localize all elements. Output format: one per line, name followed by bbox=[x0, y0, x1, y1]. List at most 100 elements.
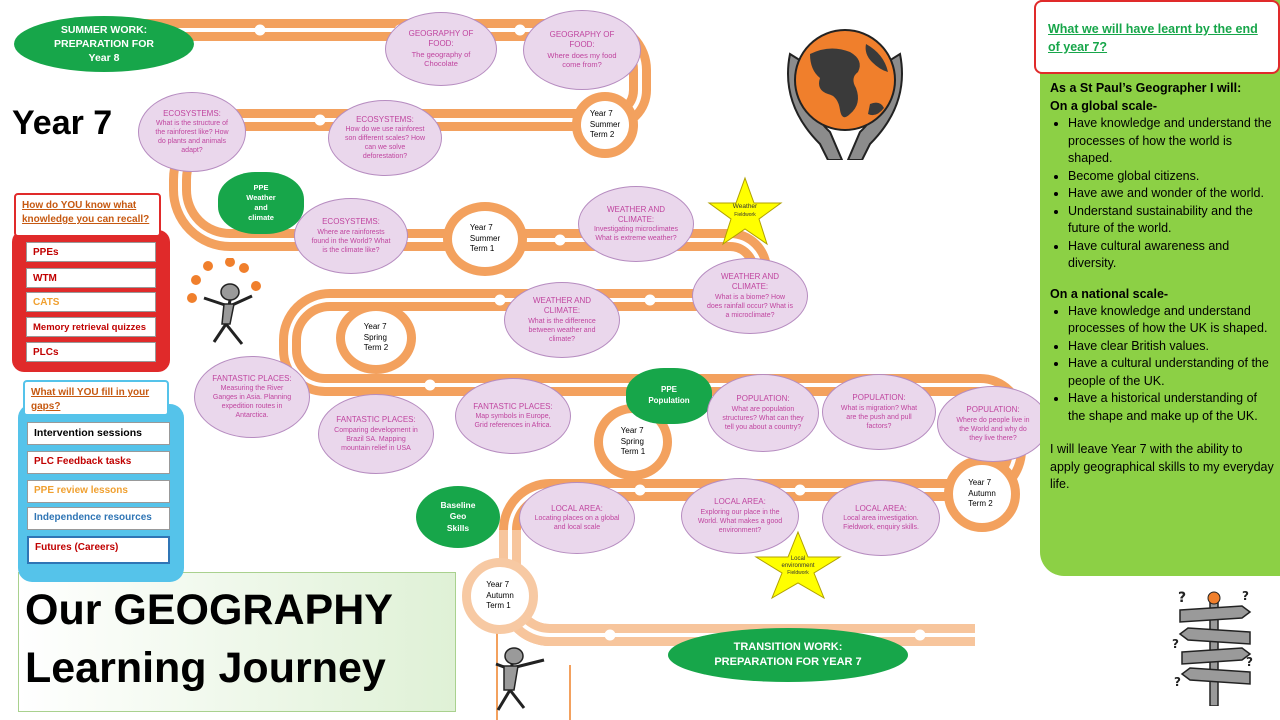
topic-oval: LOCAL AREA: Local area investigation. Fie… bbox=[822, 480, 940, 556]
learnt-global-heading: On a global scale- bbox=[1050, 99, 1157, 113]
topic-title: LOCAL AREA: bbox=[551, 503, 603, 513]
term-label: Summer bbox=[469, 233, 501, 243]
star-label: environment bbox=[781, 563, 815, 570]
learnt-national-heading: On a national scale- bbox=[1050, 286, 1169, 301]
gaps-item-label: Futures (Careers) bbox=[35, 542, 119, 553]
topic-oval: POPULATION:What is migration? What are t… bbox=[822, 374, 936, 450]
topic-title: POPULATION: bbox=[852, 393, 906, 403]
topic-title: WEATHER AND CLIMATE: bbox=[720, 271, 780, 292]
topic-title: FANTASTIC PLACES: bbox=[212, 373, 292, 383]
topic-oval: POPULATION:Where do people live in the W… bbox=[937, 386, 1049, 462]
topic-body: Locating places on a global and local sc… bbox=[534, 515, 620, 532]
topic-oval: WEATHER AND CLIMATE:What is the differen… bbox=[504, 282, 620, 358]
svg-text:?: ? bbox=[1172, 637, 1179, 651]
globe-in-hands-icon bbox=[780, 14, 910, 161]
learnt-national-item: Have a cultural understanding of the peo… bbox=[1068, 355, 1274, 390]
topic-body: Investigating microclimates What is extr… bbox=[593, 226, 679, 243]
recall-item-label: PPEs bbox=[33, 247, 59, 258]
summer-work-line2: PREPARATION FOR bbox=[54, 37, 154, 50]
ppe-label: PPE bbox=[253, 182, 269, 192]
topic-oval: POPULATION:What are population structure… bbox=[707, 374, 819, 452]
topic-title: POPULATION: bbox=[736, 394, 790, 404]
topic-oval: ECOSYSTEMS:How do we use rainforest son … bbox=[328, 100, 442, 176]
juggler-icon bbox=[186, 257, 266, 348]
topic-body: Where are rainforests found in the World… bbox=[311, 228, 391, 254]
svg-text:?: ? bbox=[1246, 655, 1253, 669]
term-label: Term 2 bbox=[968, 499, 993, 509]
recall-item-label: CATS bbox=[33, 297, 60, 308]
recall-item: PPEs bbox=[26, 242, 156, 262]
svg-text:?: ? bbox=[1242, 589, 1249, 603]
learnt-intro: As a St Paul’s Geographer I will: bbox=[1050, 81, 1242, 95]
learnt-global-item: Have knowledge and understand the proces… bbox=[1068, 115, 1274, 168]
topic-oval: LOCAL AREA:Exploring our place in the Wo… bbox=[681, 478, 799, 554]
recall-item: WTM bbox=[26, 268, 156, 288]
topic-oval: WEATHER AND CLIMATE: Investigating microc… bbox=[578, 186, 694, 262]
transition-work-line2: PREPARATION FOR YEAR 7 bbox=[714, 656, 862, 668]
learnt-national-item: Have clear British values. bbox=[1068, 338, 1274, 356]
topic-title: WEATHER AND CLIMATE: bbox=[532, 295, 592, 316]
topic-oval: FANTASTIC PLACES:Measuring the River Gan… bbox=[194, 356, 310, 438]
svg-text:?: ? bbox=[1174, 675, 1181, 689]
ppe-label: and bbox=[254, 203, 268, 212]
topic-oval: GEOGRAPHY OF FOOD:The geography of Choco… bbox=[385, 12, 497, 86]
term-label: Year 7 bbox=[968, 477, 992, 487]
recall-item-label: Memory retrieval quizzes bbox=[33, 322, 146, 333]
ppe-label: Weather bbox=[246, 192, 276, 202]
topic-oval: ECOSYSTEMS:Where are rainforests found i… bbox=[294, 198, 408, 274]
star-label: Fieldwork bbox=[734, 211, 756, 218]
gaps-item: Futures (Careers) bbox=[27, 536, 170, 564]
recall-item: CATS bbox=[26, 292, 156, 312]
gaps-item: PPE review lessons bbox=[27, 480, 170, 503]
summer-work-line1: SUMMER WORK: bbox=[60, 23, 148, 36]
topic-title: ECOSYSTEMS: bbox=[163, 108, 221, 118]
topic-title: WEATHER AND CLIMATE: bbox=[606, 204, 666, 224]
ppe-label: PPE bbox=[660, 385, 677, 395]
recall-item-label: WTM bbox=[33, 273, 57, 284]
topic-body: What is the difference between weather a… bbox=[528, 317, 596, 343]
ppe-label: Skills bbox=[446, 522, 470, 533]
topic-body: Exploring our place in the World. What m… bbox=[697, 508, 783, 534]
gaps-item-label: PPE review lessons bbox=[34, 485, 128, 496]
topic-title: LOCAL AREA: bbox=[714, 497, 766, 507]
learnt-heading: What we will have learnt by the end of y… bbox=[1048, 22, 1258, 54]
topic-body: Where do people live in the World and wh… bbox=[956, 416, 1030, 442]
term-label: Term 1 bbox=[486, 601, 511, 611]
topic-body: Comparing development in Brazil SA. Mapp… bbox=[334, 426, 418, 452]
topic-title: LOCAL AREA: bbox=[855, 503, 907, 513]
topic-body: Local area investigation. Fieldwork, enq… bbox=[843, 515, 919, 532]
climber-icon bbox=[484, 640, 564, 714]
gaps-question-text: What will YOU fill in your gaps? bbox=[31, 387, 150, 412]
learnt-global-item: Have awe and wonder of the world. bbox=[1068, 185, 1274, 203]
title-line-1: Our GEOGRAPHY bbox=[25, 586, 393, 634]
gaps-item: Intervention sessions bbox=[27, 422, 170, 445]
learnt-global-item: Have cultural awareness and diversity. bbox=[1068, 238, 1274, 273]
learnt-closing: I will leave Year 7 with the ability to … bbox=[1050, 442, 1274, 491]
transition-work-oval: TRANSITION WORK: PREPARATION FOR YEAR 7 bbox=[668, 628, 908, 682]
topic-oval: WEATHER AND CLIMATE:What is a biome? How… bbox=[692, 258, 808, 334]
title-line-2: Learning Journey bbox=[25, 644, 386, 692]
gaps-item: PLC Feedback tasks bbox=[27, 451, 170, 474]
recall-item: Memory retrieval quizzes bbox=[26, 317, 156, 337]
term-label: Year 7 bbox=[469, 222, 493, 232]
topic-title: ECOSYSTEMS: bbox=[322, 217, 380, 227]
topic-oval: ECOSYSTEMS:What is the structure of the … bbox=[138, 92, 246, 172]
term-label: Year 7 bbox=[486, 579, 510, 589]
term-label: Summer bbox=[589, 119, 621, 129]
gaps-item: Independence resources bbox=[27, 507, 170, 530]
learnt-heading-box: What we will have learnt by the end of y… bbox=[1034, 0, 1280, 74]
recall-item: PLCs bbox=[26, 342, 156, 362]
term-label: Term 1 bbox=[469, 244, 495, 254]
recall-question: How do YOU know what knowledge you can r… bbox=[14, 193, 161, 237]
recall-question-text: How do YOU know what knowledge you can r… bbox=[22, 200, 150, 225]
topic-oval: FANTASTIC PLACES:Comparing development i… bbox=[318, 394, 434, 474]
topic-title: FANTASTIC PLACES: bbox=[473, 401, 553, 411]
